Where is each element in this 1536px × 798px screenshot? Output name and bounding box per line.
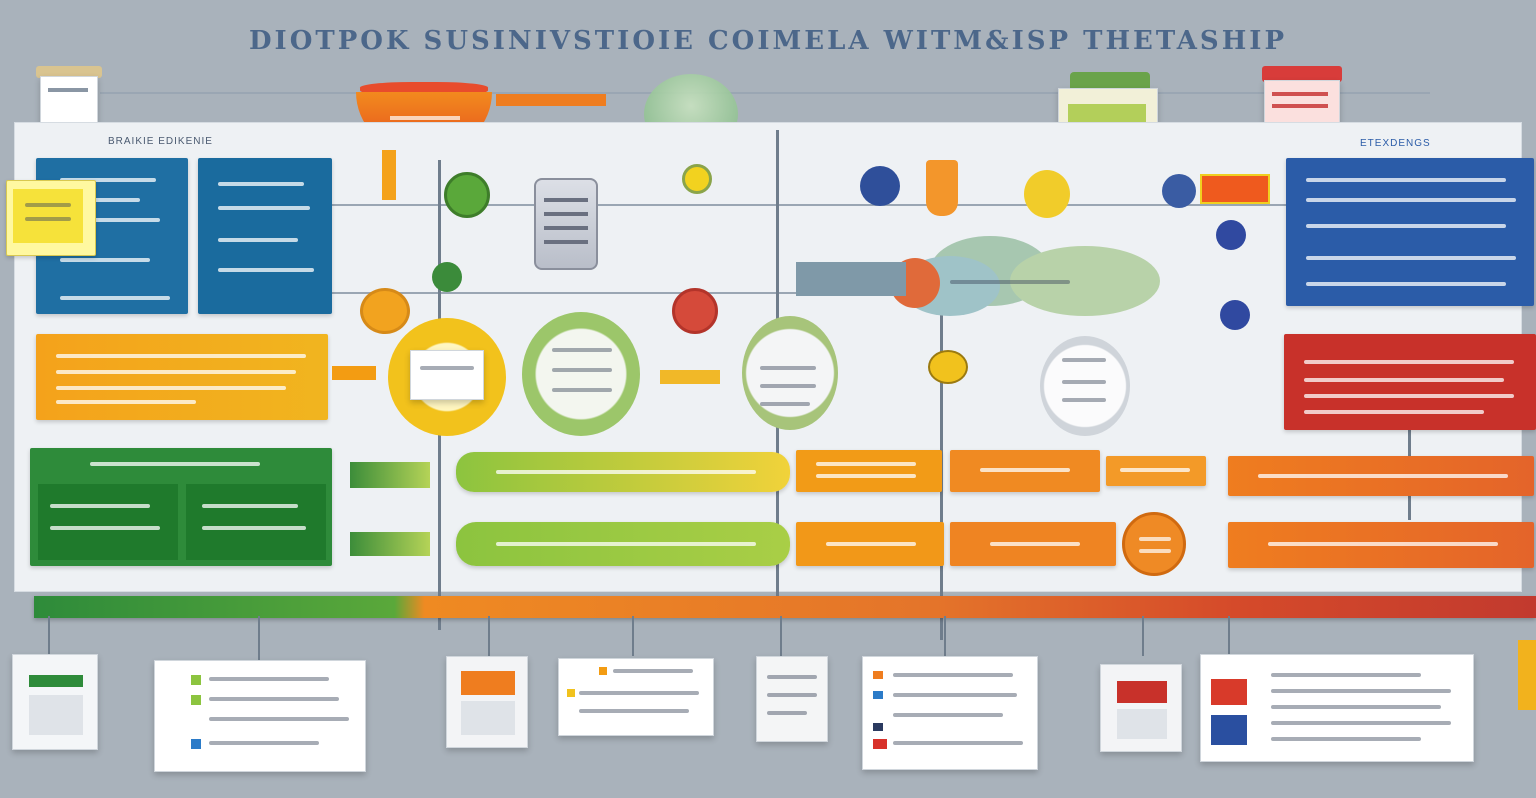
blue-panel-right bbox=[198, 158, 332, 314]
server-icon bbox=[534, 178, 598, 270]
orange-arrow-tag-2 bbox=[660, 370, 720, 384]
blue-panel-right-column bbox=[1286, 158, 1534, 306]
bottom-card-4 bbox=[558, 658, 714, 736]
orange-process-box-1 bbox=[796, 450, 942, 492]
pin-green-2 bbox=[432, 262, 462, 292]
yellow-sticky-note bbox=[6, 180, 96, 256]
orange-arrow-tag-1 bbox=[332, 366, 376, 380]
orange-process-box-5 bbox=[950, 522, 1116, 566]
pin-navy-3 bbox=[1216, 220, 1246, 250]
pin-navy-2 bbox=[1162, 174, 1196, 208]
green-tag-2 bbox=[350, 532, 430, 556]
white-circle-node bbox=[1040, 336, 1130, 436]
tick-3 bbox=[488, 616, 490, 656]
pin-yellow-small bbox=[682, 164, 712, 194]
pin-yellow-bell bbox=[1024, 170, 1070, 218]
grey-circle-node bbox=[742, 316, 838, 430]
bottom-card-8 bbox=[1200, 654, 1474, 762]
lime-process-bar-1 bbox=[456, 452, 790, 492]
tick-1 bbox=[48, 616, 50, 656]
pin-green-1 bbox=[444, 172, 490, 218]
bottom-card-5 bbox=[756, 656, 828, 742]
red-panel-right-column bbox=[1284, 334, 1536, 430]
right-section-label: ETEXDENGS bbox=[1360, 138, 1431, 149]
bottom-card-2 bbox=[154, 660, 366, 772]
pin-orange-tag bbox=[926, 160, 958, 216]
bottom-card-6 bbox=[862, 656, 1038, 770]
top-connector-line bbox=[100, 92, 1430, 94]
cloud-icon bbox=[890, 236, 1190, 326]
pin-orange-round bbox=[360, 288, 410, 334]
lime-process-bar-2 bbox=[456, 522, 790, 566]
orange-header-bar bbox=[496, 94, 606, 106]
left-section-label: BRAIKIE EDIKENIE bbox=[108, 136, 213, 147]
tick-6 bbox=[944, 616, 946, 656]
yellow-circle-node bbox=[388, 318, 506, 436]
guide-line-2 bbox=[330, 292, 900, 294]
orange-panel-right-2 bbox=[1228, 522, 1534, 568]
document-stack-icon bbox=[36, 66, 102, 124]
tick-7 bbox=[1142, 616, 1144, 656]
pin-red bbox=[672, 288, 718, 334]
pin-yellow-mid bbox=[928, 350, 968, 384]
green-panel-left bbox=[30, 448, 332, 566]
bottom-card-7 bbox=[1100, 664, 1182, 752]
guide-line-1 bbox=[330, 204, 1290, 206]
timeline-bar bbox=[34, 596, 1536, 618]
orange-tag-right bbox=[1200, 174, 1270, 204]
orange-process-box-4 bbox=[796, 522, 944, 566]
tick-4 bbox=[632, 616, 634, 656]
pin-navy-1 bbox=[860, 166, 900, 206]
pin-orange bbox=[382, 150, 396, 200]
tick-2 bbox=[258, 616, 260, 660]
orange-corner-tab bbox=[1518, 640, 1536, 710]
green-circle-node bbox=[522, 312, 640, 436]
orange-process-box-3 bbox=[1106, 456, 1206, 486]
orange-process-box-2 bbox=[950, 450, 1100, 492]
green-tag-1 bbox=[350, 462, 430, 488]
tick-8 bbox=[1228, 616, 1230, 656]
orange-hexagon-node bbox=[1122, 512, 1186, 576]
orange-panel-right-1 bbox=[1228, 456, 1534, 496]
bottom-card-3 bbox=[446, 656, 528, 748]
cloud-arrow-bar bbox=[796, 262, 906, 296]
pin-navy-4 bbox=[1220, 300, 1250, 330]
tick-5 bbox=[780, 616, 782, 656]
orange-panel-left bbox=[36, 334, 328, 420]
diagram-title: DIOTPOK SUSINIVSTIOIE COIMELA WITM&ISP T… bbox=[248, 26, 1287, 56]
bottom-card-1 bbox=[12, 654, 98, 750]
